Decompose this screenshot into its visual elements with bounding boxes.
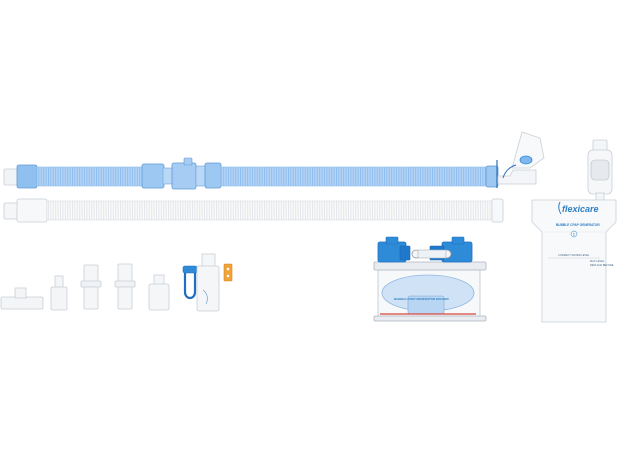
flexicare-logo: flexicare: [558, 201, 599, 215]
tube-cuff-left: [16, 198, 48, 223]
tube-end-connector-left: [3, 202, 19, 220]
blue-fitting-left: [377, 236, 411, 263]
generator-holder-tray: BUBBLE CPAP GENERATOR HOLDER: [373, 236, 487, 322]
corrugated-tube-segment: [220, 166, 498, 187]
straight-connector: [80, 264, 102, 310]
clear-circuit-tube: [3, 198, 504, 223]
patient-interface-connector: [496, 131, 545, 188]
accessory-connectors: [0, 253, 233, 312]
tube-cuff-right: [491, 198, 504, 223]
probe-port-adaptor: [162, 157, 222, 190]
jar-label-title: BUBBLE CPAP GENERATOR: [556, 223, 600, 227]
bubble-cpap-generator-jar: flexicare BUBBLE CPAP GENERATOR 1 CORREC…: [531, 139, 617, 323]
corrugated-tube-segment: [46, 200, 494, 221]
center-valve: [411, 249, 452, 259]
jar-side-text: REPLACE BEFORE: [590, 263, 614, 267]
probe-connector-with-loop: [182, 253, 233, 312]
jar-label-number: 1: [573, 232, 575, 236]
tube-cuff-right: [485, 165, 499, 188]
tube-cuff-middle: [141, 163, 165, 189]
corrugated-tube-segment: [36, 166, 144, 187]
tray-label: BUBBLE CPAP GENERATOR HOLDER: [394, 297, 449, 301]
blue-circuit-tube: [3, 131, 545, 190]
t-piece-connector: [0, 287, 44, 310]
tube-cuff-left: [16, 164, 38, 189]
svg-text:flexicare: flexicare: [562, 204, 599, 214]
small-adaptor: [50, 275, 68, 311]
bottle-adaptor: [148, 274, 170, 311]
jar-fill-line-text: CORRECT WATER LEVEL: [558, 253, 590, 257]
jar-side-text: MAX LEVEL: [590, 259, 605, 263]
straight-connector: [114, 263, 136, 310]
tube-end-connector-left: [3, 168, 19, 186]
